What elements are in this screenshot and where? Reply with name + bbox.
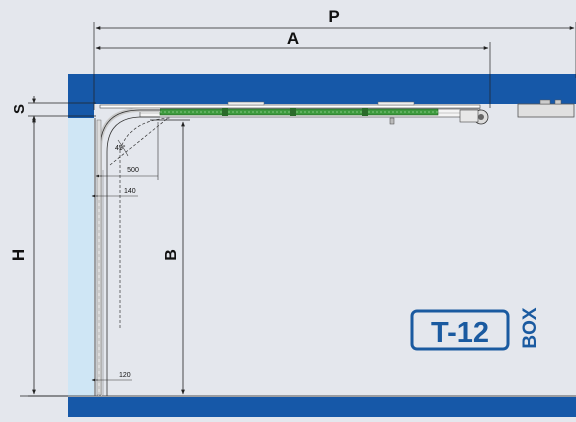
angle-annotation: 45°	[115, 139, 129, 157]
dimension-p-label: P	[328, 7, 339, 26]
side-room-120: 120	[91, 372, 132, 382]
dimension-b-label: B	[163, 249, 180, 261]
angle-label: 45°	[115, 144, 126, 152]
ceiling-beam	[68, 74, 576, 104]
cable-drum	[459, 109, 489, 125]
dimension-a-label: A	[287, 29, 299, 48]
track-hanger	[389, 117, 395, 125]
offset-500-label: 500	[127, 167, 139, 174]
logo-suffix: BOX	[520, 307, 541, 349]
door-leaf	[96, 119, 102, 396]
opening-strip	[68, 118, 94, 396]
side-room-140-label: 140	[124, 188, 136, 195]
logo-model: T-12	[431, 317, 489, 349]
operator-box	[517, 99, 575, 118]
dimension-a: A	[95, 29, 491, 108]
side-room-140: 140	[91, 188, 138, 198]
torsion-spring	[159, 108, 439, 116]
dimension-p: P	[93, 7, 576, 110]
offset-500: 500	[95, 122, 159, 180]
dimension-h: H	[9, 117, 68, 397]
dimension-h-label: H	[9, 249, 28, 261]
dimension-s-label: S	[11, 104, 28, 114]
dimension-b: B	[150, 119, 190, 395]
t12-box-logo: T-12 BOX	[410, 307, 541, 351]
floor-beam	[68, 397, 576, 417]
side-room-120-label: 120	[119, 372, 131, 379]
lintel-block	[68, 74, 94, 118]
geometry-guides	[109, 117, 171, 330]
